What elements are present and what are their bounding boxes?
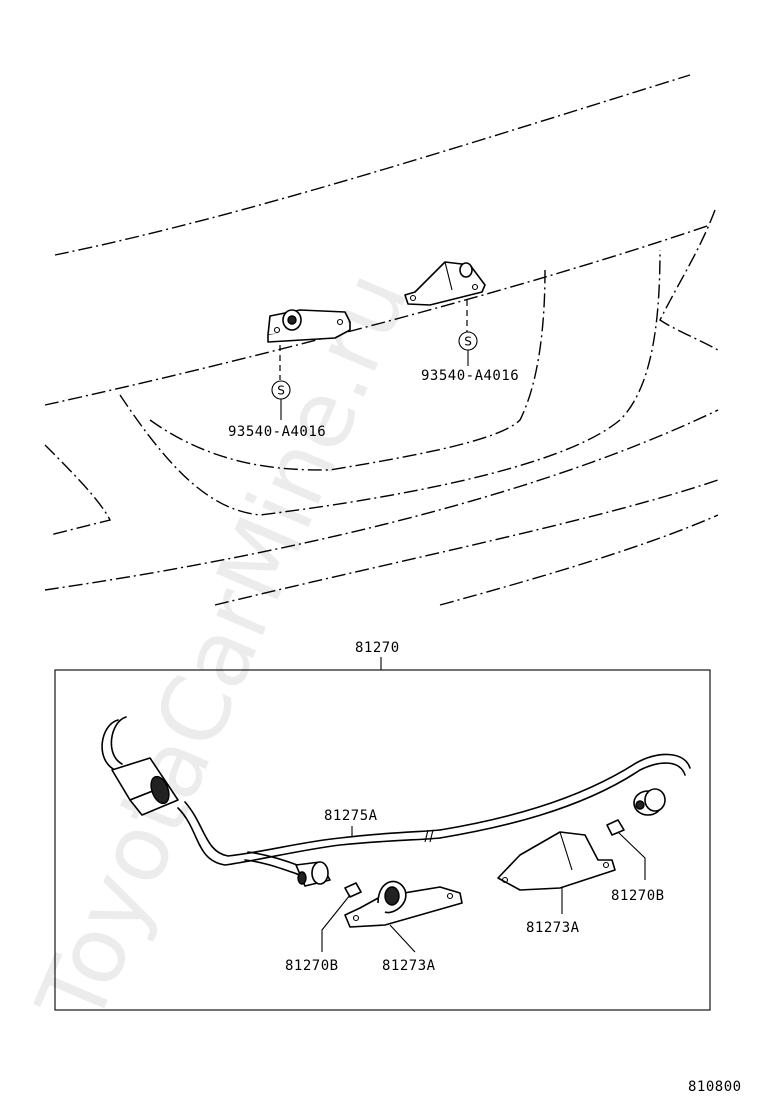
left-socket [295,861,331,887]
lamp-right-label: 81273A [526,920,580,936]
lower-lamp-right [497,831,616,891]
vehicle-body-outline [44,74,719,606]
right-socket [633,788,666,816]
bulb-left-label: 81270B [285,958,339,974]
fastener-left-label: 93540-A4016 [228,424,326,440]
assembly-frame [54,669,711,1011]
fastener-right-label: 93540-A4016 [421,368,519,384]
fastener-callout-right: S 93540-A4016 [421,300,519,384]
fastener-callout-left: S 93540-A4016 [228,345,326,440]
bulb-right-leader [617,831,646,880]
lamp-left-leader [389,924,416,953]
diagram-code: 810800 [688,1079,742,1095]
lower-lamp-left [344,880,463,928]
screw-symbol-letter: S [277,384,285,398]
upper-lamp-right [404,261,486,306]
wire-harness [101,716,691,876]
wire-label: 81275A [324,808,378,824]
lamp-left-label: 81273A [382,958,436,974]
bulb-right-icon [606,819,625,836]
bulb-left-icon [344,882,362,898]
assembly-number-label: 81270 [355,640,400,656]
bulb-right-label: 81270B [611,888,665,904]
upper-lamp-left [267,309,351,343]
bulb-left-leader [321,894,351,952]
screw-symbol-letter: S [464,335,472,349]
